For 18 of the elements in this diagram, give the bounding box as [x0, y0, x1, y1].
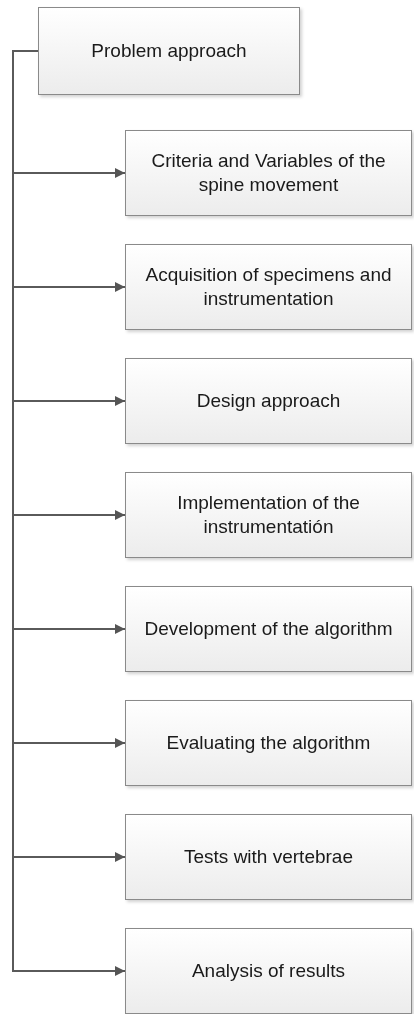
- process-box: [125, 130, 412, 216]
- box-label: Development of the algorithm: [144, 617, 393, 641]
- box-label: Design approach: [196, 389, 341, 413]
- box-label: Tests with vertebrae: [184, 845, 353, 869]
- process-box: [125, 472, 412, 558]
- process-box: [38, 7, 300, 95]
- process-box: [125, 814, 412, 900]
- process-box: [125, 244, 412, 330]
- box-label: Criteria and Variables of the spine movement: [150, 149, 387, 197]
- box-label: Evaluating the algorithm: [166, 731, 371, 755]
- box-label: Problem approach: [91, 39, 247, 63]
- box-label: Acquisition of specimens and instrumentation: [144, 263, 393, 311]
- process-box: [125, 358, 412, 444]
- process-box: [125, 700, 412, 786]
- box-label: Analysis of results: [191, 959, 346, 983]
- box-label: Implementation of the instrumentatión: [176, 491, 361, 539]
- process-box: [125, 586, 412, 672]
- process-box: [125, 928, 412, 1014]
